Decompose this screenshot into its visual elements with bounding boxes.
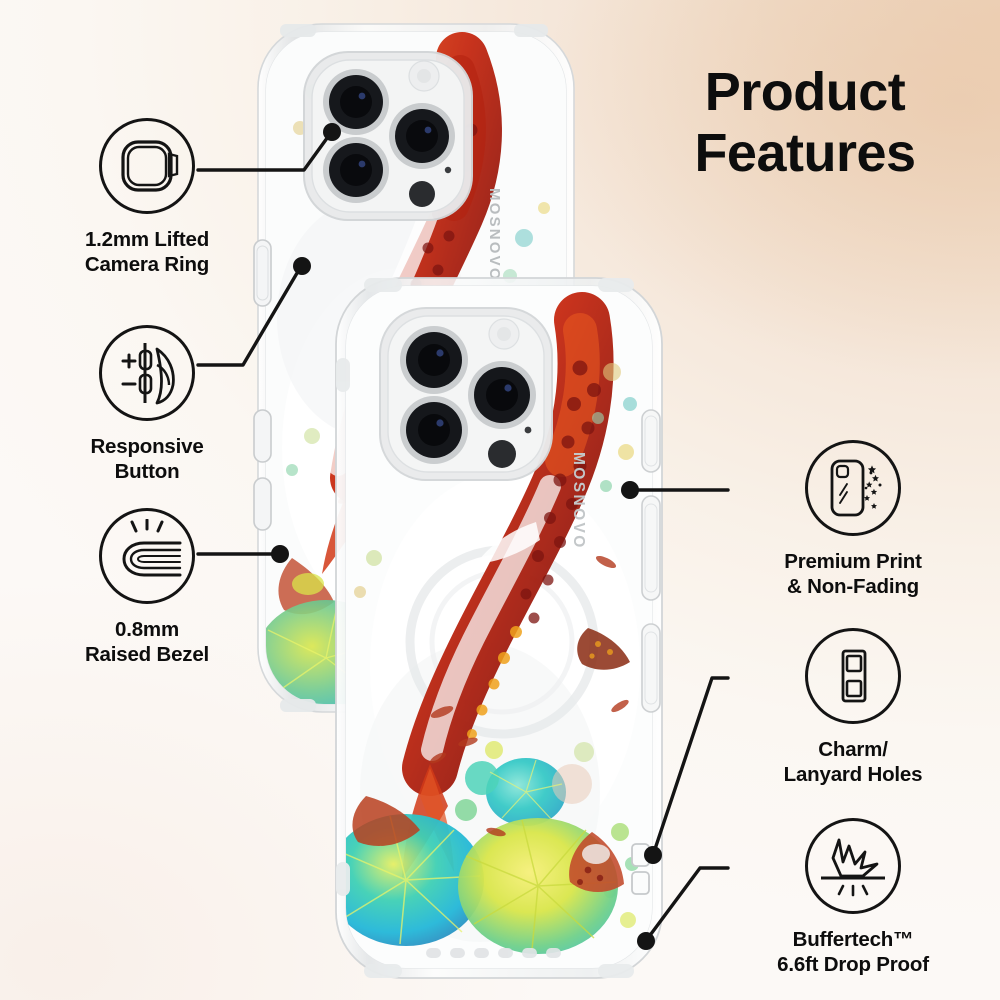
raised-edge-icon (99, 508, 195, 604)
callout-caption: 1.2mm Lifted Camera Ring (84, 228, 210, 276)
callout-caption: Premium Print & Non-Fading (784, 550, 922, 598)
side-buttons-front (641, 409, 661, 713)
callout-raised-bezel: 0.8mm Raised Bezel (22, 508, 272, 667)
phone-case-front: MOSNOVO (330, 272, 700, 984)
callout-responsive-button: Responsive Button (22, 325, 272, 484)
callout-premium-print: Premium Print & Non-Fading (728, 440, 978, 599)
phone-case-sparkle-icon (805, 440, 901, 536)
impact-burst-icon (805, 818, 901, 914)
brand-text-rear: MOSNOVO (486, 188, 503, 282)
volume-button-press-icon (99, 325, 195, 421)
page-title: Product Features (640, 62, 970, 184)
callout-caption: Buffertech™ 6.6ft Drop Proof (777, 928, 929, 976)
callout-drop-proof: Buffertech™ 6.6ft Drop Proof (728, 818, 978, 977)
callout-camera-ring: 1.2mm Lifted Camera Ring (22, 118, 272, 277)
brand-text-front: MOSNOVO (570, 452, 587, 550)
two-holes-icon (805, 628, 901, 724)
page-title-line1: Product (704, 62, 906, 122)
camera-module-icon (99, 118, 195, 214)
callout-caption: 0.8mm Raised Bezel (84, 618, 210, 666)
page-title-line2: Features (694, 123, 916, 184)
callout-lanyard-holes: Charm/ Lanyard Holes (728, 628, 978, 787)
callout-caption: Charm/ Lanyard Holes (783, 738, 923, 786)
callout-caption: Responsive Button (90, 435, 204, 483)
